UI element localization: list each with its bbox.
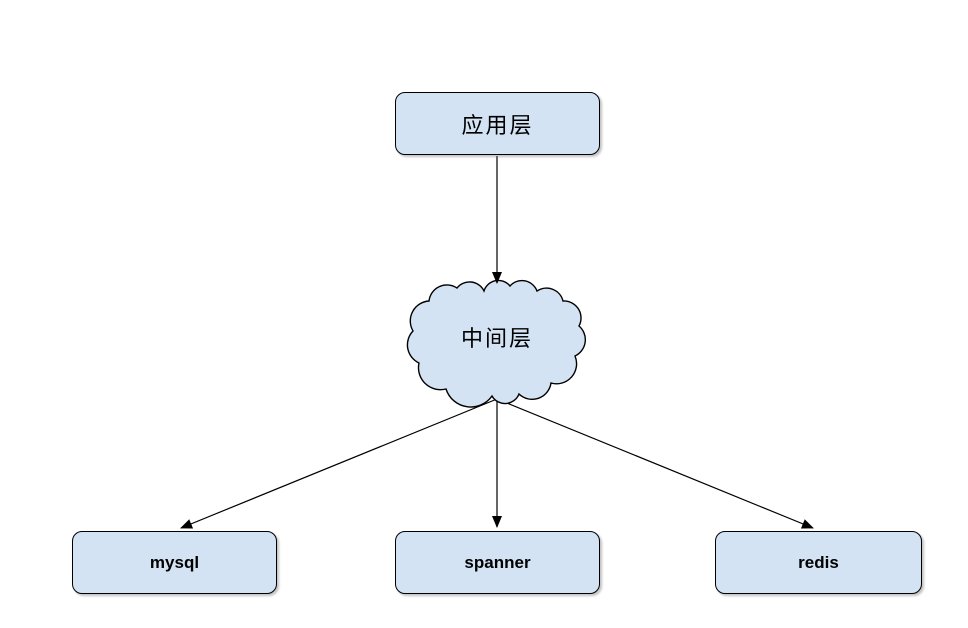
node-mysql: mysql [72,531,277,594]
node-redis-label: redis [798,552,839,572]
edge-middle-to-redis [496,398,814,529]
node-middle-layer-label: 中间层 [460,326,533,351]
cloud-shape-middle-layer [406,279,587,408]
node-app-layer-label: 应用层 [461,112,534,138]
node-app-layer: 应用层 [395,92,600,155]
node-middle-layer-label-wrap: 中间层 [437,321,557,353]
node-mysql-label: mysql [149,552,200,572]
node-redis: redis [715,531,922,594]
node-spanner: spanner [395,531,600,594]
edge-middle-to-mysql [180,398,498,529]
node-spanner-label: spanner [464,552,531,572]
